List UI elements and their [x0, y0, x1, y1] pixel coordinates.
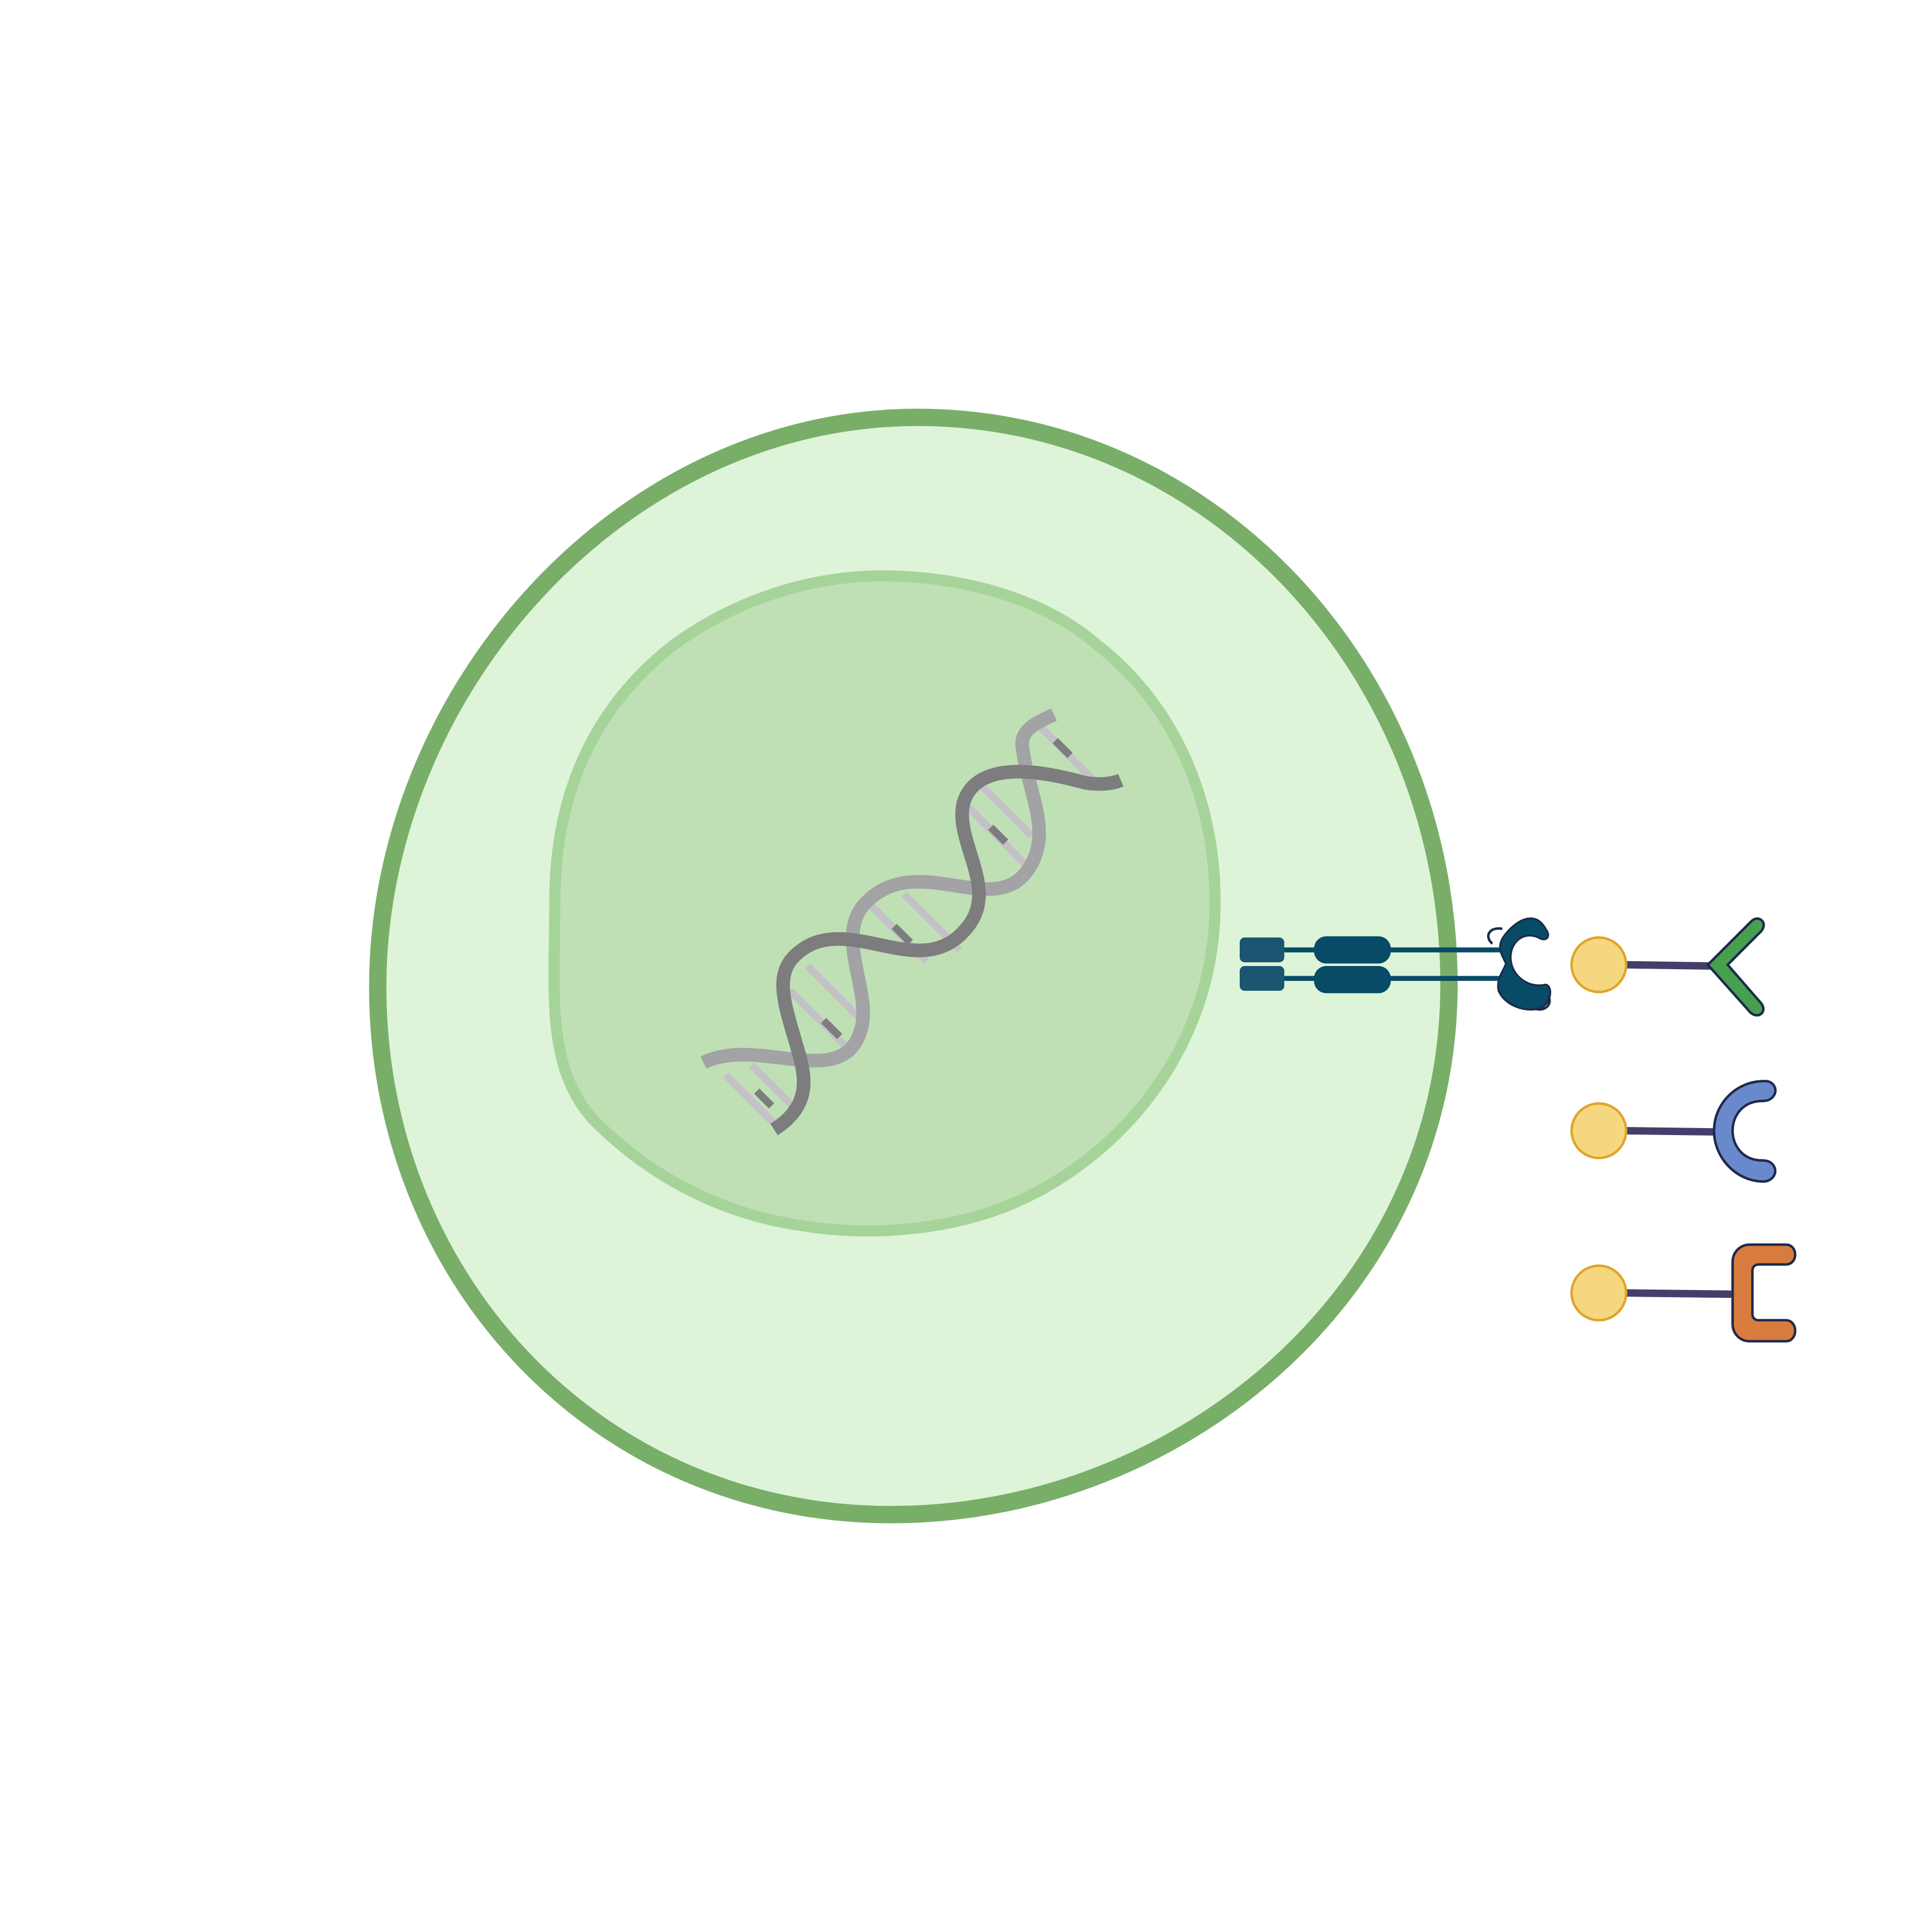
u-shaped-ligand-icon [1570, 1080, 1777, 1183]
receptor-binding-pocket-icon [1497, 917, 1552, 1011]
dna-double-helix-icon [700, 708, 1124, 1136]
ligand-core-icon [1570, 936, 1628, 993]
receptor-hook-upper [1487, 927, 1503, 945]
receptor-tail-upper [1240, 937, 1285, 963]
receptor-domain-lower [1314, 966, 1391, 993]
bracket-shaped-ligand-icon [1570, 1243, 1797, 1343]
ligand-core-icon [1570, 1264, 1628, 1322]
u-shaped-ligand-head [1713, 1080, 1777, 1183]
receptor-domain-upper [1314, 936, 1391, 964]
bracket-shaped-ligand-head [1731, 1243, 1797, 1343]
receptor-hook-lower [1533, 995, 1551, 1011]
cell-surface-receptor-icon [1240, 917, 1552, 1011]
nucleus-icon [548, 570, 1221, 1236]
receptor-tail-lower [1240, 966, 1285, 991]
dna-strand-dark [770, 765, 1124, 1136]
v-shaped-ligand-head [1706, 917, 1765, 1017]
v-shaped-ligand-icon [1570, 917, 1765, 1017]
ligand-core-icon [1570, 1102, 1628, 1159]
